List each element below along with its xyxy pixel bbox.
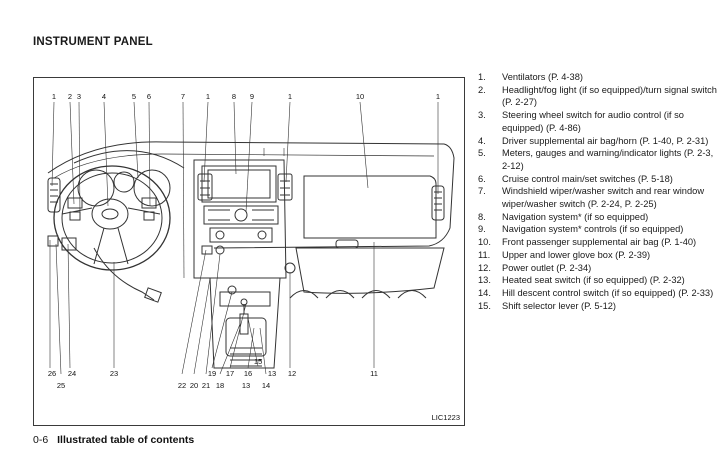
callout-bottom-12: 12 xyxy=(287,369,297,378)
callout-top-8: 8 xyxy=(231,92,237,101)
list-item: 7.Windshield wiper/washer switch and rea… xyxy=(478,186,705,210)
list-item: 14.Hill descent control switch (if so eq… xyxy=(478,287,714,298)
component-list: 1.Ventilators (P. 4-38) 2.Headlight/fog … xyxy=(478,71,718,312)
list-item: 3.Steering wheel switch for audio contro… xyxy=(478,110,684,133)
callout-bottom-22: 22 xyxy=(177,381,187,390)
list-item: 6.Cruise control main/set switches (P. 5… xyxy=(478,173,673,184)
callout-bottom-21: 21 xyxy=(201,381,211,390)
list-item: 1.Ventilators (P. 4-38) xyxy=(478,72,583,82)
callout-bottom-16: 16 xyxy=(243,369,253,378)
section-title: Illustrated table of contents xyxy=(57,434,195,446)
instrument-panel-illustration: 1 2 3 4 5 6 7 1 8 9 1 10 1 26 24 25 23 2… xyxy=(33,77,465,426)
page-title: INSTRUMENT PANEL xyxy=(33,36,153,48)
callout-bottom-17: 17 xyxy=(225,369,235,378)
list-item: 4.Driver supplemental air bag/horn (P. 1… xyxy=(478,135,709,146)
callout-top-1: 1 xyxy=(51,92,57,101)
list-item: 5.Meters, gauges and warning/indicator l… xyxy=(478,148,714,171)
callout-top-9: 9 xyxy=(249,92,255,101)
list-item: 2.Headlight/fog light (if so equipped)/t… xyxy=(478,84,717,108)
callout-top-1d: 1 xyxy=(435,92,441,101)
list-item: 12.Power outlet (P. 2-34) xyxy=(478,262,592,273)
callout-top-5: 5 xyxy=(131,92,137,101)
callout-top-4: 4 xyxy=(101,92,107,101)
callout-top-10: 10 xyxy=(355,92,365,101)
callout-bottom-14: 14 xyxy=(261,381,271,390)
callout-bottom-18: 18 xyxy=(215,381,225,390)
list-item: 15.Shift selector lever (P. 5-12) xyxy=(478,300,617,311)
callout-top-3: 3 xyxy=(76,92,82,101)
page-number: 0-6 xyxy=(33,434,49,446)
figure-code: LIC1223 xyxy=(431,413,460,422)
list-item: 10.Front passenger supplemental air bag … xyxy=(478,237,697,248)
dashboard-drawing xyxy=(47,101,455,375)
list-item: 11.Upper and lower glove box (P. 2-39) xyxy=(478,249,651,260)
callout-bottom-24: 24 xyxy=(67,369,77,378)
callout-top-7: 7 xyxy=(180,92,186,101)
callout-top-1b: 1 xyxy=(205,92,211,101)
callout-bottom-23: 23 xyxy=(109,369,119,378)
callout-top-2: 2 xyxy=(67,92,73,101)
list-item: 8.Navigation system* (if so equipped) xyxy=(478,211,649,222)
callout-top-1c: 1 xyxy=(287,92,293,101)
callout-bottom-19: 19 xyxy=(207,369,217,378)
list-item: 13.Heated seat switch (if so equipped) (… xyxy=(478,275,685,286)
callout-bottom-15: 15 xyxy=(253,357,263,366)
callout-bottom-13a: 13 xyxy=(267,369,277,378)
callout-bottom-20: 20 xyxy=(189,381,199,390)
callout-bottom-26: 26 xyxy=(47,369,57,378)
list-item: 9.Navigation system* controls (if so equ… xyxy=(478,224,684,235)
page-footer: 0-6 Illustrated table of contents xyxy=(33,434,194,446)
callout-bottom-13b: 13 xyxy=(241,381,251,390)
callout-bottom-25: 25 xyxy=(56,381,66,390)
callout-top-6: 6 xyxy=(146,92,152,101)
callout-bottom-11: 11 xyxy=(370,369,378,378)
